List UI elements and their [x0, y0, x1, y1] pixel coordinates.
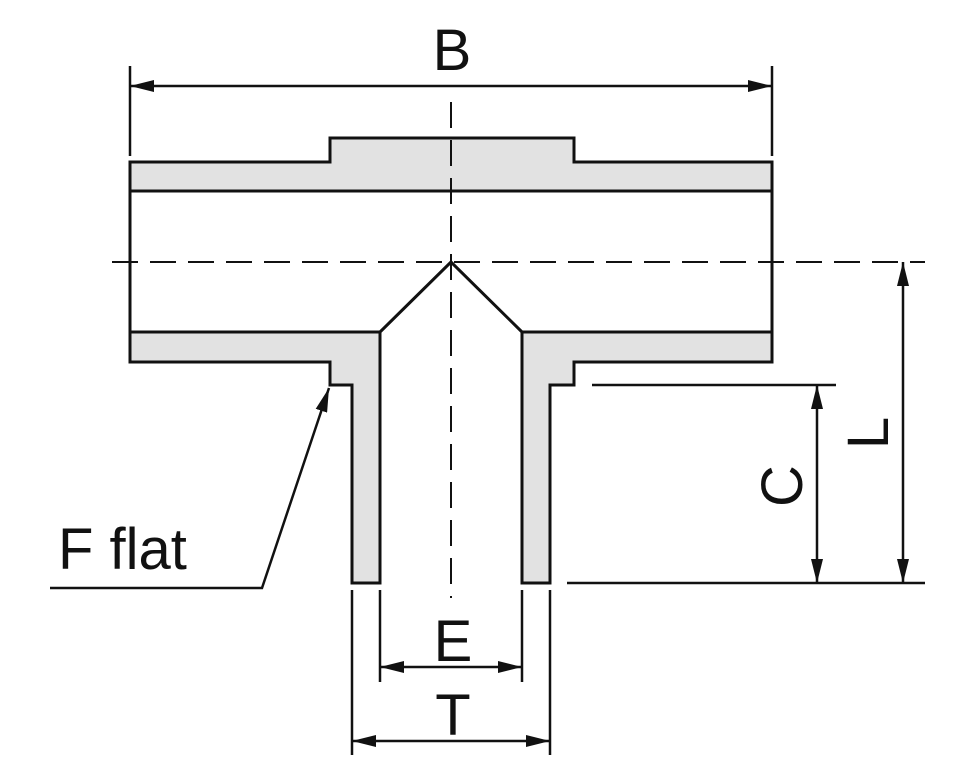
label-l: L	[836, 417, 901, 449]
center-lines	[112, 102, 925, 598]
label-c: C	[750, 465, 815, 507]
right-bottom-wall-section	[520, 330, 774, 585]
f-flat-leader	[50, 387, 331, 590]
label-b: B	[433, 18, 472, 83]
dimension-lines	[50, 66, 925, 755]
dimension-labels: B L C E T F flat	[58, 18, 901, 748]
left-bottom-wall-section	[128, 330, 382, 585]
label-e: E	[434, 609, 473, 674]
tee-body	[128, 136, 774, 585]
label-f-flat: F flat	[58, 517, 187, 582]
label-t: T	[435, 683, 470, 748]
